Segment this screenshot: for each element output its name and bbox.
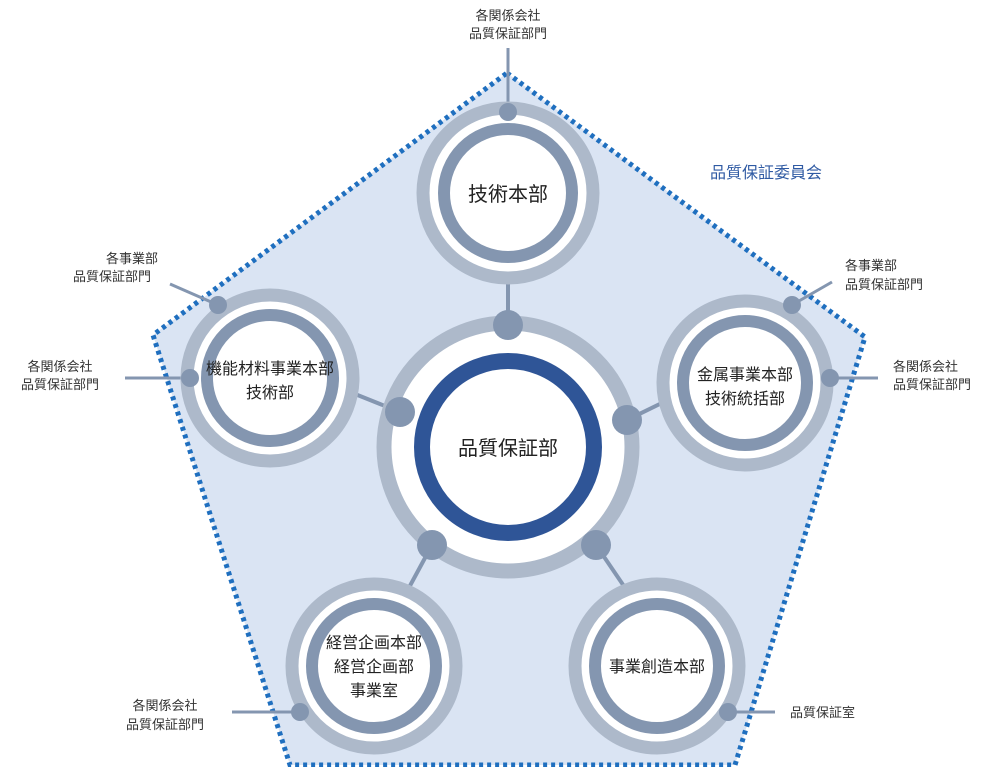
ext-top-label-1: 各関係会社 (475, 8, 540, 24)
node-left-label-1: 機能材料事業本部 (206, 359, 334, 378)
center-label: 品質保証部 (458, 436, 558, 460)
node-top-inner-ring (438, 123, 578, 263)
dot-center-bottom-left (417, 530, 447, 560)
ext-left-lower-label-2: 品質保証部門 (21, 378, 99, 393)
ext-left-upper-label-2: 品質保証部門 (73, 270, 151, 285)
dot-right-upper-external (783, 296, 801, 314)
junction-dots (181, 103, 839, 721)
center-node: 品質保証部 (376, 315, 640, 579)
ext-left-upper-label-1: 各事業部 (106, 251, 158, 267)
node-right-label-2: 技術統括部 (705, 389, 785, 408)
node-bottom-left: 経営企画本部 経営企画部 事業室 (285, 577, 463, 755)
external-labels: 各関係会社 品質保証部門 各事業部 品質保証部門 各関係会社 品質保証部門 各事… (21, 8, 971, 733)
ext-top-label-2: 品質保証部門 (469, 27, 547, 42)
node-bottom-left-label-1: 経営企画本部 (326, 633, 422, 652)
dot-center-top (493, 310, 523, 340)
node-right: 金属事業本部 技術統括部 (656, 294, 834, 472)
node-bottom-right: 事業創造本部 (568, 577, 746, 755)
node-bottom-left-label-2: 経営企画部 (334, 657, 414, 676)
dot-bottom-left-external (291, 703, 309, 721)
ext-right-upper-label-1: 各事業部 (845, 258, 897, 274)
node-bottom-left-label-3: 事業室 (350, 681, 398, 700)
ext-bottom-left-label-1: 各関係会社 (132, 698, 197, 714)
node-bottom-right-inner-ring (589, 598, 725, 734)
dot-bottom-right-external (719, 703, 737, 721)
ext-right-lower-label-2: 品質保証部門 (893, 378, 971, 393)
ext-right-lower-label-1: 各関係会社 (893, 359, 958, 375)
ext-right-upper-label-2: 品質保証部門 (845, 278, 923, 293)
dot-right-lower-external (821, 369, 839, 387)
node-top: 技術本部 (416, 101, 600, 285)
center-inner-ring (414, 353, 602, 541)
node-right-inner-ring (677, 315, 813, 451)
ext-bottom-left-label-2: 品質保証部門 (126, 718, 204, 733)
ext-left-lower-label-1: 各関係会社 (27, 359, 92, 375)
node-top-label: 技術本部 (468, 182, 548, 206)
node-left-inner-ring (201, 309, 339, 447)
committee-label: 品質保証委員会 (710, 163, 822, 182)
node-left: 機能材料事業本部 技術部 (180, 288, 360, 468)
node-bottom-left-inner-ring (306, 598, 442, 734)
node-right-label-1: 金属事業本部 (697, 365, 793, 384)
node-left-label-2: 技術部 (246, 383, 294, 402)
node-bottom-right-label: 事業創造本部 (609, 657, 705, 676)
dot-center-right (612, 405, 642, 435)
dot-center-left (385, 397, 415, 427)
dot-top-external (499, 103, 517, 121)
dot-left-lower-external (181, 369, 199, 387)
ext-bottom-right-label: 品質保証室 (790, 705, 855, 721)
dot-left-upper-external (209, 296, 227, 314)
dot-center-bottom-right (581, 530, 611, 560)
